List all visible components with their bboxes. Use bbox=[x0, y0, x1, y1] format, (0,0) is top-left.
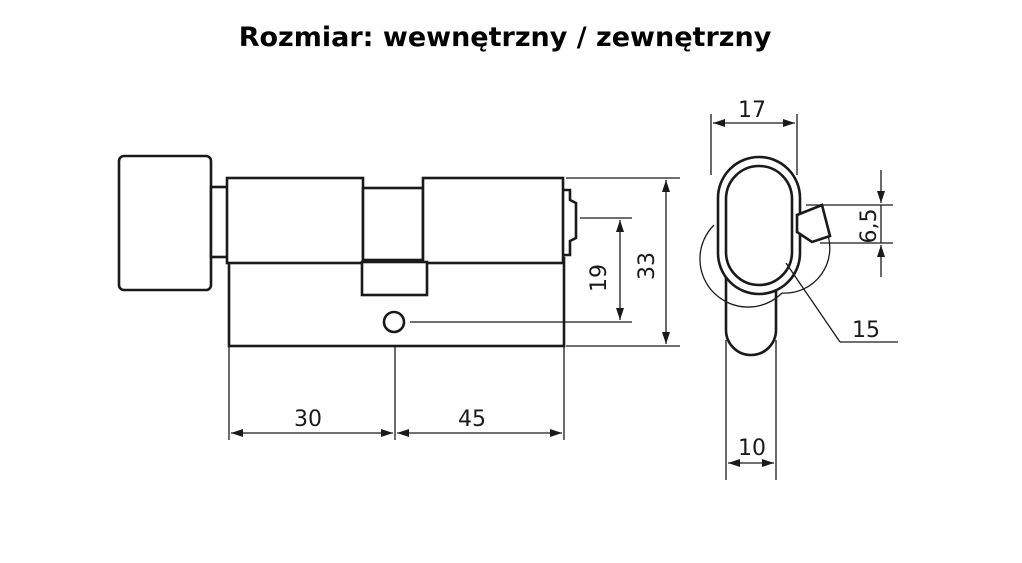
cam-notch bbox=[360, 260, 429, 297]
knob bbox=[117, 154, 213, 292]
knob-outer bbox=[716, 155, 802, 296]
key-tip bbox=[563, 188, 578, 257]
dim-45-label: 45 bbox=[458, 407, 486, 432]
side-dimensions bbox=[228, 177, 680, 440]
dim-6-5-label: 6,5 bbox=[857, 209, 882, 244]
cam-lever bbox=[795, 203, 832, 244]
inner-half-top bbox=[225, 176, 365, 265]
knob-inner bbox=[724, 164, 794, 287]
cam-neck bbox=[361, 186, 425, 262]
dim-30-label: 30 bbox=[294, 407, 322, 432]
front-dimensions bbox=[710, 114, 898, 480]
screw-hole bbox=[382, 310, 406, 334]
dim-33-label: 33 bbox=[635, 252, 660, 280]
cam-arc bbox=[699, 224, 783, 308]
dim-10-label: 10 bbox=[738, 436, 766, 461]
drawing-title: Rozmiar: wewnętrzny / zewnętrzny bbox=[238, 22, 772, 53]
outer-half-top bbox=[421, 176, 565, 265]
dim-15-label: 15 bbox=[852, 318, 880, 343]
dim-19-label: 19 bbox=[587, 264, 612, 292]
cam-arc-right bbox=[781, 229, 831, 294]
front-view bbox=[699, 155, 832, 357]
dim-17-label: 17 bbox=[738, 98, 766, 123]
side-view bbox=[117, 154, 578, 348]
